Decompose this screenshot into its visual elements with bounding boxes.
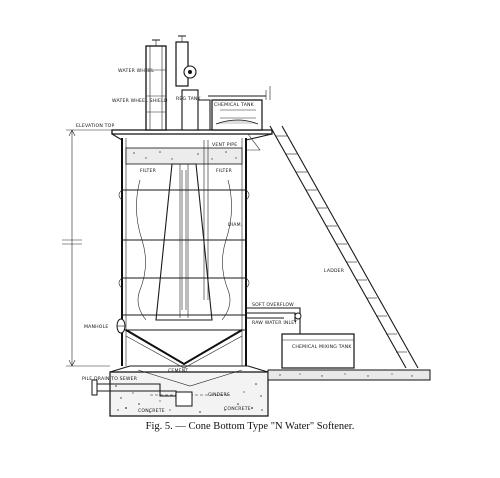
label-chemical-mixing-tank: CHEMICAL MIXING TANK	[292, 344, 352, 350]
ground-strip	[267, 369, 431, 381]
top-platform	[111, 129, 273, 151]
label-reg-tank: REG TANK	[176, 96, 202, 102]
manhole	[116, 318, 126, 334]
label-diam: DIAM.	[228, 222, 242, 228]
label-ladder: LADDER	[324, 268, 345, 274]
label-concrete-right: CONCRETE	[224, 406, 251, 412]
label-chemical-tank: CHEMICAL TANK	[214, 102, 255, 108]
label-water-wheel: WATER WHEEL	[118, 68, 154, 74]
label-water-wheel-shield: WATER WHEEL SHIELD	[112, 98, 168, 104]
label-elevation: ELEVATION TOP	[76, 123, 114, 129]
chemical-tank	[208, 86, 271, 131]
label-filter-left: FILTER	[140, 168, 157, 174]
label-vent-pipe: VENT PIPE	[212, 142, 237, 148]
labels: WATER WHEEL WATER WHEEL SHIELD REG TANK …	[76, 68, 352, 414]
inlet-pipes	[246, 307, 302, 322]
label-filter-right: FILTER	[216, 168, 233, 174]
label-cinders: CINDERS	[208, 392, 230, 398]
label-soft-overflow: SOFT OVERFLOW	[252, 302, 294, 308]
elevation-dimension	[62, 129, 112, 367]
label-manhole: MANHOLE	[84, 324, 108, 330]
label-cement: CEMENT	[168, 368, 188, 374]
label-concrete-left: CONCRETE	[138, 408, 165, 414]
ladder	[269, 125, 419, 369]
label-raw-water-inlet: RAW WATER INLET	[252, 320, 297, 326]
figure-caption: Fig. 5. — Cone Bottom Type "N Water" Sof…	[145, 421, 355, 432]
label-pile-drain: PILE DRAIN TO SEWER	[82, 376, 138, 382]
drain-pipe	[91, 379, 193, 407]
chemical-mixing-tank	[281, 322, 355, 369]
water-wheel-column	[145, 35, 211, 131]
